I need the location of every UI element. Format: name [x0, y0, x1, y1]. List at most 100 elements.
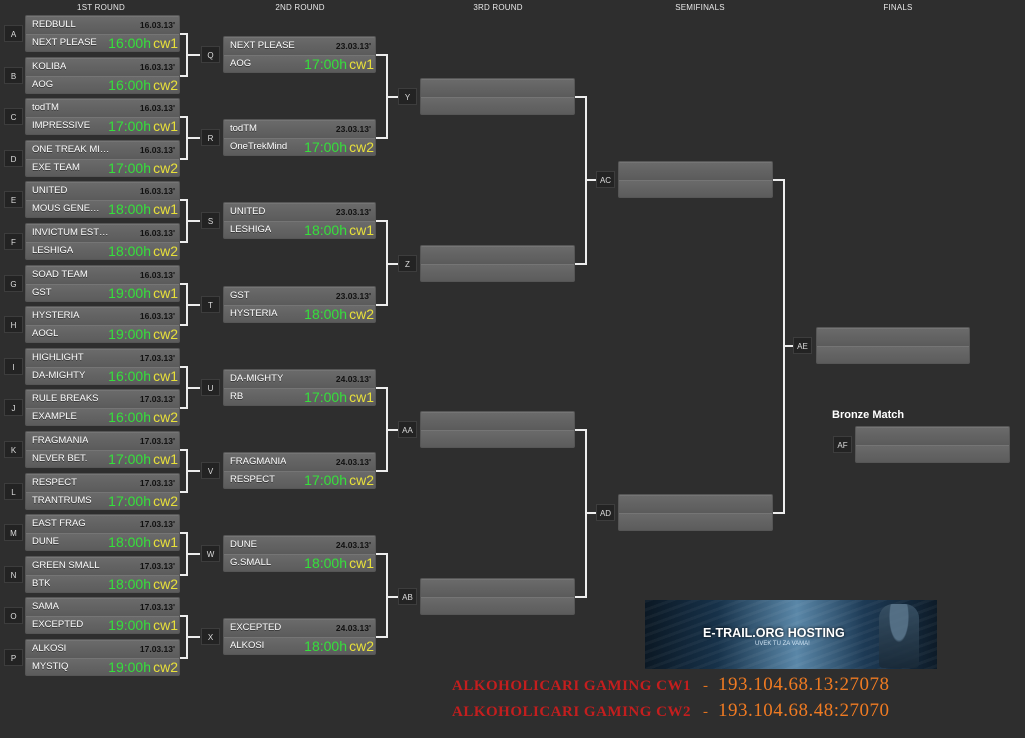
match-team-row[interactable]: [817, 328, 969, 346]
match-team-row[interactable]: [421, 264, 574, 281]
match-box[interactable]: [420, 245, 575, 282]
match-team-row[interactable]: INVICTUM EST…16.03.13': [26, 224, 179, 242]
match-date: 17.03.13': [139, 394, 175, 404]
match-box[interactable]: [618, 494, 773, 531]
match-team-row[interactable]: [817, 346, 969, 363]
match-box[interactable]: [618, 161, 773, 198]
match-team-row[interactable]: [619, 162, 772, 180]
match-box[interactable]: [816, 327, 970, 364]
hosting-banner[interactable]: E-TRAIL.ORG HOSTING UVEK TU ZA VAMA!: [645, 600, 937, 669]
match-team-row[interactable]: [856, 445, 1009, 462]
match-team-row[interactable]: [619, 180, 772, 197]
match-team-row[interactable]: [421, 412, 574, 430]
match-box[interactable]: [420, 411, 575, 448]
server-address[interactable]: 193.104.68.48:27070: [718, 700, 890, 721]
match-box[interactable]: [420, 578, 575, 615]
match-team-row[interactable]: [421, 597, 574, 614]
match-team-row[interactable]: [421, 430, 574, 447]
match-team-row[interactable]: [421, 246, 574, 264]
match-box[interactable]: [420, 78, 575, 115]
match-team-row[interactable]: [421, 79, 574, 97]
server-address[interactable]: 193.104.68.13:27078: [718, 674, 890, 695]
match-team-row[interactable]: [619, 495, 772, 513]
match-team-row[interactable]: [421, 97, 574, 114]
match-team-row[interactable]: [619, 513, 772, 530]
match-box[interactable]: [855, 426, 1010, 463]
match-team-row[interactable]: [856, 427, 1009, 445]
match-team-row[interactable]: [421, 579, 574, 597]
